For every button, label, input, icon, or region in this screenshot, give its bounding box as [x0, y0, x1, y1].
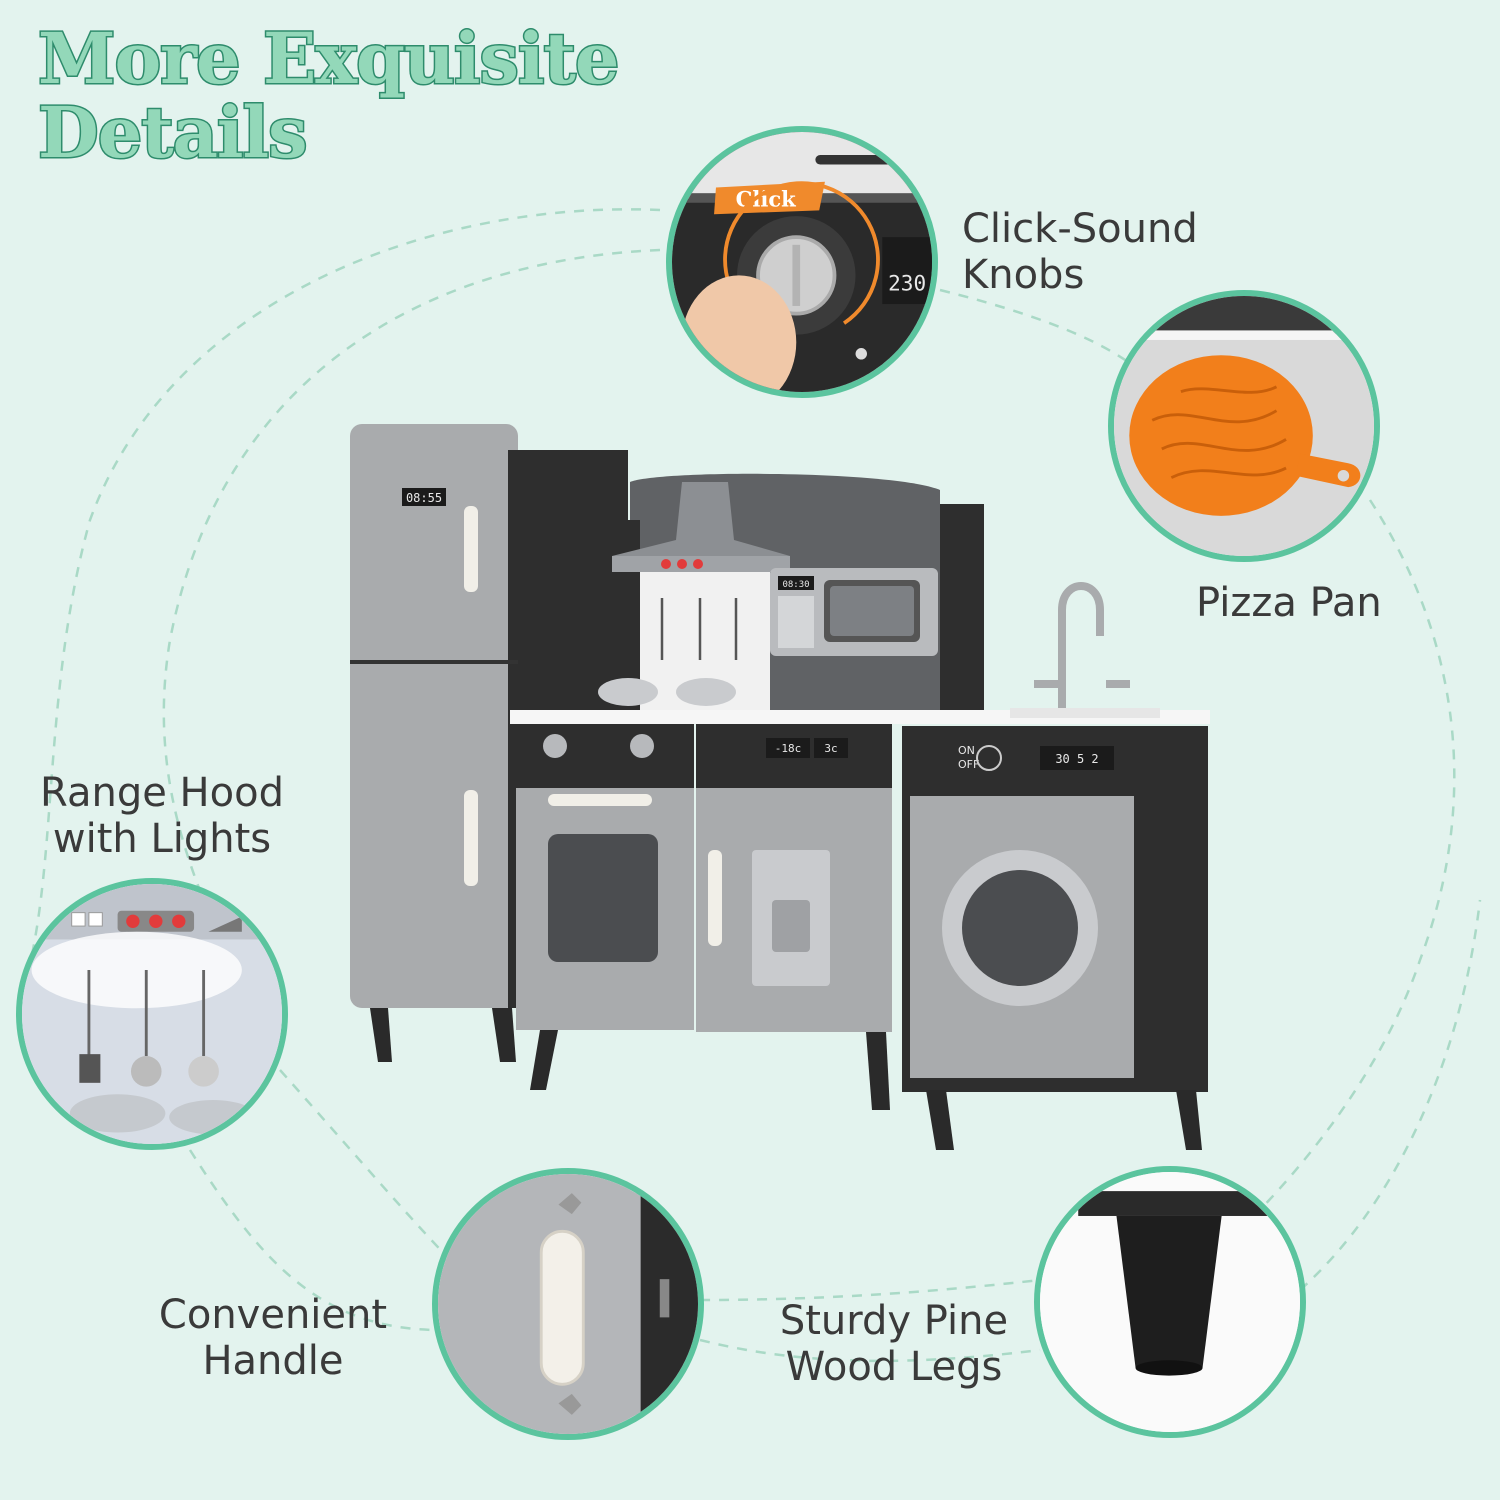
oven-window: [548, 834, 658, 962]
headline-line-1: More Exquisite: [36, 17, 620, 100]
oven-knob-left[interactable]: [543, 734, 567, 758]
microwave: 08:30: [770, 568, 938, 656]
range-hood-label-line-2: with Lights: [52, 816, 272, 862]
washer-on-label: ON: [958, 744, 975, 757]
click-badge: Click: [714, 181, 825, 215]
range-hood-label-line-1: Range Hood: [40, 770, 284, 816]
washing-machine: ON OFF 30 5 2: [902, 726, 1208, 1150]
legs-label: Sturdy Pine Wood Legs: [766, 1298, 1022, 1390]
fridge-clock: 08:55: [406, 491, 442, 505]
oven-cabinet: [516, 724, 694, 1030]
handle-label-line-2: Handle: [202, 1338, 344, 1384]
leg-closeup: [1040, 1172, 1300, 1432]
skimmer-icon: [188, 1056, 219, 1087]
oven-handle: [548, 794, 652, 806]
play-kitchen: 08:55: [350, 424, 1210, 1150]
dispenser-door-handle: [708, 850, 722, 946]
range-hood-closeup: [22, 884, 282, 1144]
knob-display: 230: [888, 271, 926, 296]
handle-label: Convenient Handle: [142, 1292, 404, 1384]
range-hood: [612, 482, 790, 556]
microwave-display: 08:30: [782, 580, 809, 590]
washer-off-label: OFF: [958, 758, 979, 771]
knobs-label: Click-Sound Knobs: [962, 206, 1198, 298]
fridge-temp: 3c: [824, 742, 837, 755]
knobs-detail-circle: Click 230: [666, 126, 938, 398]
freezer-temp: -18c: [775, 742, 802, 755]
headline: More Exquisite Details: [36, 17, 620, 174]
knob-closeup: Click 230: [672, 132, 932, 392]
dispenser-cabinet: -18c 3c: [696, 724, 892, 1032]
headline-line-2: Details: [36, 91, 309, 174]
handle-closeup: [438, 1174, 698, 1434]
knobs-label-line-1: Click-Sound: [962, 206, 1198, 252]
range-hood-detail-circle: [16, 878, 288, 1150]
spatula-icon: [79, 1054, 101, 1083]
sink-faucet: [1010, 582, 1160, 718]
fridge-upper-handle: [464, 506, 478, 592]
legs-label-line-2: Wood Legs: [785, 1344, 1003, 1390]
ladle-icon: [130, 1056, 162, 1087]
knobs-label-line-2: Knobs: [962, 252, 1085, 298]
handle-detail-circle: [432, 1168, 704, 1440]
legs-label-line-1: Sturdy Pine: [779, 1298, 1009, 1344]
wood-leg: [1116, 1215, 1222, 1368]
pizza-pan-label: Pizza Pan: [1196, 580, 1382, 626]
hood-light-glow: [31, 931, 242, 1009]
washer-timer: 30 5 2: [1055, 752, 1098, 766]
range-hood-label: Range Hood with Lights: [22, 770, 302, 862]
washer-dial[interactable]: [976, 745, 1002, 771]
oven-knob-right[interactable]: [630, 734, 654, 758]
stove-backboard: 08:30: [598, 473, 984, 710]
handle-label-line-1: Convenient: [158, 1292, 388, 1338]
door-handle: [539, 1229, 585, 1386]
fridge-lower-handle: [464, 790, 478, 886]
legs-detail-circle: [1034, 1166, 1306, 1438]
